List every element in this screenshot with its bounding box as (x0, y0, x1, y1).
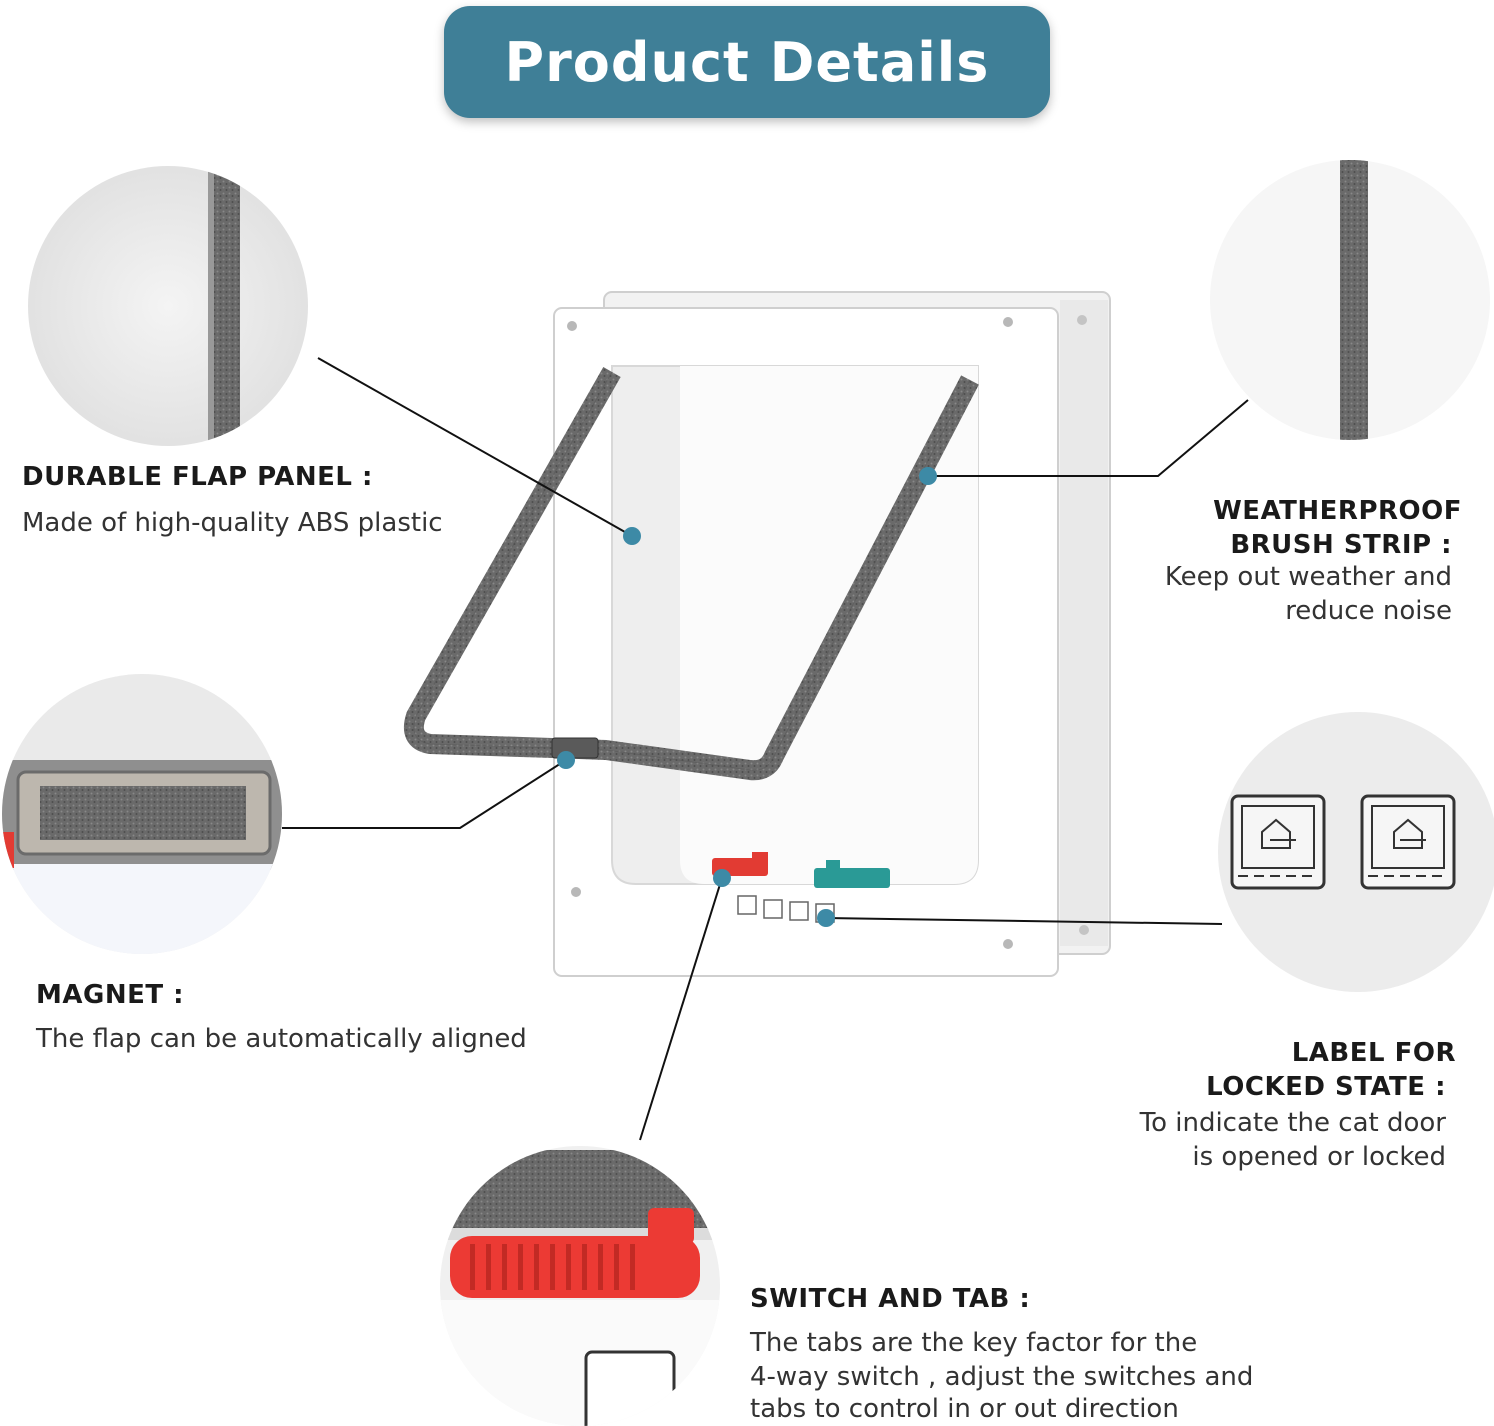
feature-title-brush-strip: WEATHERPROOF (1213, 496, 1462, 526)
feature-desc-brush-strip-line1: Keep out weather and (1164, 562, 1452, 592)
detail-circle-magnet (2, 674, 282, 954)
feature-title-switch: SWITCH AND TAB : (750, 1284, 1031, 1314)
lock-label-out-icon (1360, 794, 1456, 890)
header-banner: Product Details (444, 6, 1050, 118)
feature-desc-switch-line1: The tabs are the key factor for the (750, 1328, 1198, 1358)
feature-desc-switch-line2: 4-way switch , adjust the switches and (750, 1362, 1254, 1392)
feature-desc-lock-label-line1: To indicate the cat door (1139, 1108, 1446, 1138)
feature-desc-flap-panel: Made of high-quality ABS plastic (22, 508, 443, 538)
feature-title-lock-label: LABEL FOR (1291, 1038, 1456, 1068)
leader-lines (282, 357, 1249, 1141)
feature-title-brush-strip-line2: BRUSH STRIP : (1230, 530, 1452, 560)
feature-desc-magnet: The flap can be automatically aligned (36, 1024, 527, 1054)
feature-title-lock-label-line2: LOCKED STATE : (1206, 1072, 1446, 1102)
callout-dots (557, 467, 937, 927)
cat-door (403, 291, 1111, 977)
detail-circle-switch (440, 1146, 720, 1426)
feature-desc-lock-label-line2: is opened or locked (1192, 1142, 1446, 1172)
detail-circle-lock-labels (1218, 712, 1494, 992)
page-title: Product Details (504, 30, 990, 94)
feature-title-flap-panel: DURABLE FLAP PANEL : (22, 462, 373, 492)
detail-circle-brush-strip (1210, 160, 1490, 440)
feature-title-magnet: MAGNET : (36, 980, 185, 1010)
feature-desc-switch-line3: tabs to control in or out direction (750, 1394, 1179, 1424)
detail-circle-flap-panel (28, 166, 308, 446)
feature-desc-brush-strip-line2: reduce noise (1285, 596, 1452, 626)
lock-label-in-icon (1230, 794, 1326, 890)
